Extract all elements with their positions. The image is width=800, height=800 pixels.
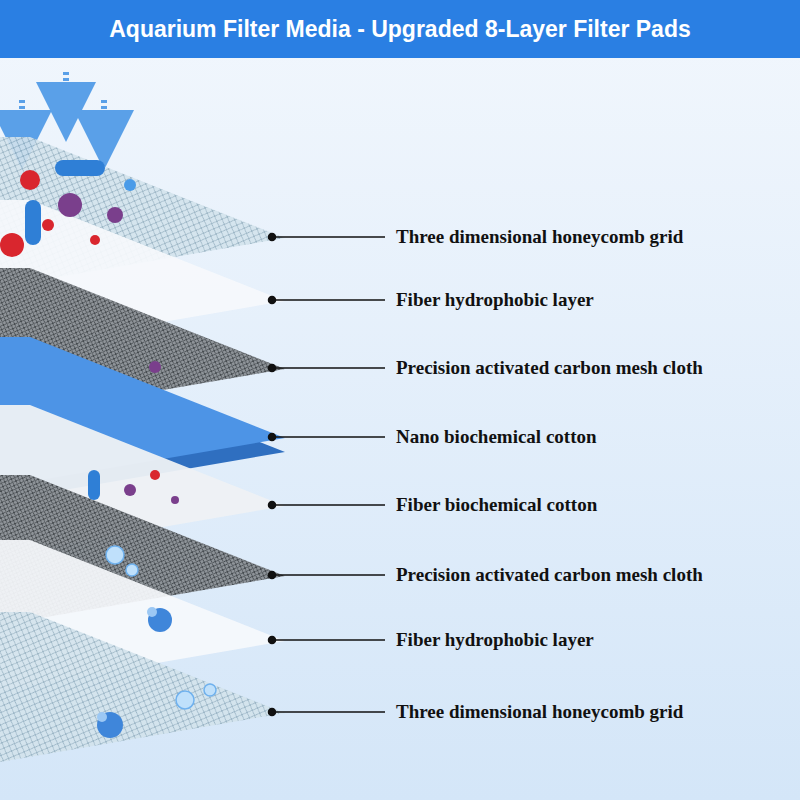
label-holder: Fiber hydrophobic layer — [396, 289, 594, 312]
label-holder: Fiber hydrophobic layer — [396, 629, 594, 652]
label-holder: Precision activated carbon mesh cloth — [396, 357, 703, 380]
layer-label: Precision activated carbon mesh cloth — [396, 564, 703, 585]
layer-label: Fiber biochemical cotton — [396, 494, 597, 515]
honeycomb-sheet — [0, 612, 285, 762]
label-holder: Nano biochemical cotton — [396, 426, 597, 449]
title-band — [0, 0, 800, 58]
layer-label: Fiber hydrophobic layer — [396, 289, 594, 310]
leader-lines — [269, 234, 386, 716]
label-holder: Fiber biochemical cotton — [396, 494, 597, 517]
label-holder: Precision activated carbon mesh cloth — [396, 564, 703, 587]
flow-arrows — [22, 72, 104, 140]
label-holder: Three dimensional honeycomb grid — [396, 701, 683, 724]
title: Aquarium Filter Media - Upgraded 8-Layer… — [109, 16, 691, 43]
filter-layers — [0, 137, 285, 762]
particles — [0, 160, 216, 738]
layer-label: Nano biochemical cotton — [396, 426, 597, 447]
layer-label: Precision activated carbon mesh cloth — [396, 357, 703, 378]
layer-label: Three dimensional honeycomb grid — [396, 701, 683, 722]
layer-label: Three dimensional honeycomb grid — [396, 226, 683, 247]
label-holder: Three dimensional honeycomb grid — [396, 226, 683, 249]
title-banner: Aquarium Filter Media - Upgraded 8-Layer… — [0, 0, 800, 58]
layer-label: Fiber hydrophobic layer — [396, 629, 594, 650]
